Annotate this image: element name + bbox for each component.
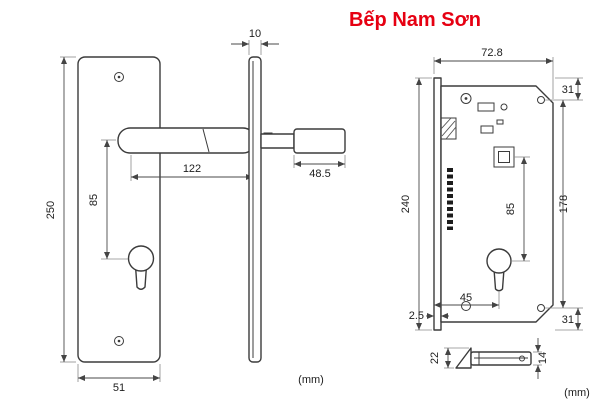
screw-dot-bottom [117,339,121,343]
lock-body-view: 72.8 240 178 85 31 [400,47,583,331]
dim-label-screw-distance: 178 [558,195,570,213]
dim-bottom-margin: 31 [555,307,583,331]
dim-label-top-margin: 31 [562,84,574,96]
front-view: 250 85 122 51 [45,56,256,394]
dim-label-bottom-margin: 31 [562,314,574,326]
keyhole [127,245,155,290]
dim-latch-width: 14 [533,338,549,379]
dim-latch-height: 22 [429,347,469,369]
handle-grip-side [293,128,346,154]
side-view: 10 48.5 (mm) [231,28,346,386]
case-screw-top [460,93,472,104]
pin-circle [500,103,508,111]
faceplate [433,77,442,331]
lock-case-outline [440,85,554,323]
handle-neck-side [260,133,295,149]
dim-label-case-width: 72.8 [481,47,502,59]
screw-dot-top [117,75,121,79]
follower-block [480,125,494,134]
dim-case-width: 72.8 [433,47,554,99]
dim-label-case-height: 240 [400,195,412,213]
units-label-right: (mm) [564,387,590,399]
dim-label-handle-projection: 48.5 [309,168,330,180]
dim-plate-thickness: 10 [231,28,279,55]
screw-hole-bottom [114,336,124,346]
corner-screw-top [537,96,545,104]
latch-bar-hole [519,355,525,362]
keyhole-circle [127,245,155,272]
dim-backset: 45 [434,292,500,309]
keyhole-slot [134,265,148,290]
dim-label-backset: 45 [460,292,472,304]
dim-label-handle-length: 122 [183,163,201,175]
dim-label-center-distance: 85 [505,203,517,215]
cylinder-circle [486,248,512,274]
dim-label-latch-width: 14 [537,352,549,364]
dim-center-distance: 85 [505,156,530,262]
dim-handle-to-cylinder: 85 [88,139,128,260]
small-part [496,119,504,125]
handle-plate-outline [77,56,161,363]
screw-hole-top [114,72,124,82]
dim-plate-height: 250 [45,56,76,363]
dim-label-plate-thickness: 10 [249,28,261,40]
dim-label-plate-height: 250 [45,201,57,219]
lock-internals [447,93,545,312]
dim-label-latch-height: 22 [429,352,441,364]
dim-case-height: 240 [400,77,432,331]
dim-plate-width: 51 [77,364,161,394]
cylinder-slot [493,268,505,292]
dim-handle-projection: 48.5 [293,155,346,180]
spring-block [477,102,495,112]
dim-screw-distance: 178 [545,99,570,309]
handle-grip-seam [202,128,210,153]
dim-top-margin: 31 [555,77,583,101]
latch-part-view: 22 14 (mm) [429,338,590,399]
corner-screw-bottom [537,304,545,312]
dim-label-plate-width: 51 [113,382,125,394]
case-screw-top-dot [464,97,468,100]
dim-faceplate-offset: 2.5 [409,310,449,322]
dim-label-faceplate-offset: 2.5 [409,310,424,322]
latch-bolt [440,117,457,140]
dim-label-handle-to-cylinder: 85 [88,194,100,206]
lever-handle [117,127,256,154]
units-label-center: (mm) [298,374,324,386]
cylinder-hole [486,248,512,292]
page-title: Bếp Nam Sơn [349,9,481,31]
plate-side-outline [248,56,262,363]
